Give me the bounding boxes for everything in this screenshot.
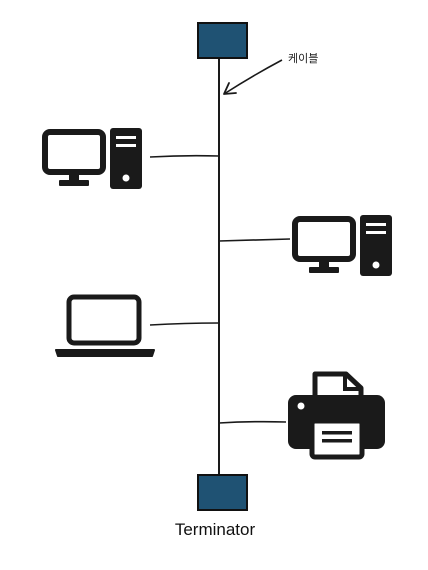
drop-line-printer-right [218, 420, 287, 424]
drop-line-desktop-left [149, 154, 220, 158]
laptop-icon [55, 294, 155, 357]
drop-line-desktop-right [218, 238, 291, 242]
desktop-computer-icon [42, 128, 142, 189]
desktop-computer-icon [292, 215, 392, 276]
terminator-top [197, 22, 248, 59]
cable-arrow-icon [223, 59, 283, 95]
printer-icon [288, 371, 385, 460]
cable-label: 케이블 [288, 52, 318, 65]
terminator-bottom [197, 474, 248, 511]
terminator-caption: Terminator [175, 520, 256, 539]
drop-line-laptop-left [149, 322, 220, 326]
